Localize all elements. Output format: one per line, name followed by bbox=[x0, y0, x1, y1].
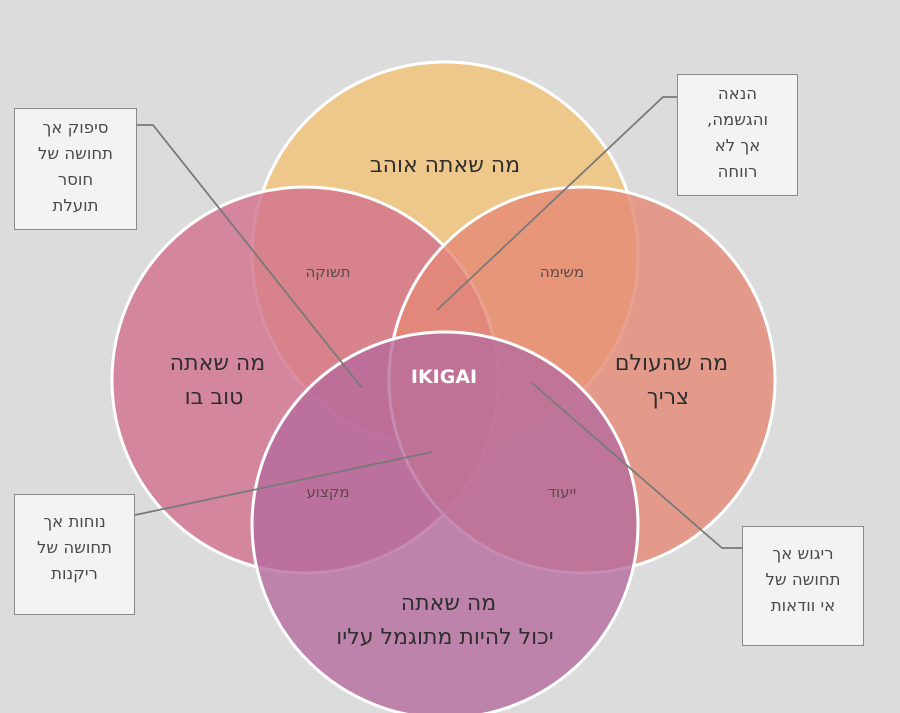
callout-top-right-line: הנאה bbox=[717, 84, 758, 103]
callout-bottom-right: ריגוש אך תחושה של אי וודאות bbox=[742, 526, 864, 646]
label-what-you-can-be-paid-for: מה שאתה יכול להיות מתוגמל עליו bbox=[336, 591, 553, 650]
callout-top-left-line: תחושה של bbox=[38, 144, 113, 163]
circle-what-you-can-be-paid-for bbox=[250, 330, 640, 713]
callout-top-left-line: חוסר bbox=[57, 170, 94, 189]
leader-line-top-left bbox=[137, 124, 363, 389]
label-what-the-world-needs: מה שהעולם צריך bbox=[608, 351, 728, 410]
callout-top-right-line: והגשמה, bbox=[707, 110, 768, 129]
callout-bottom-left-line: תחושה של bbox=[37, 538, 112, 557]
callout-bottom-right-line: ריגוש אך bbox=[772, 544, 834, 563]
leader-line-top-right bbox=[436, 96, 677, 311]
center-label-ikigai: IKIGAI bbox=[411, 366, 477, 388]
overlap-label-profession: מקצוע bbox=[306, 483, 349, 501]
callout-top-left-line: סיפוק אך bbox=[42, 118, 109, 137]
callout-bottom-left-line: ריקנות bbox=[51, 564, 98, 583]
callout-top-right-line: אך לא bbox=[714, 136, 761, 155]
callout-top-right: הנאה והגשמה, אך לא רווחה bbox=[677, 74, 798, 196]
callout-bottom-left-line: נוחות אך bbox=[43, 512, 106, 531]
callout-bottom-right-line: אי וודאות bbox=[770, 596, 836, 615]
label-what-you-love: מה שאתה אוהב bbox=[370, 153, 520, 178]
callout-bottom-right-line: תחושה של bbox=[765, 570, 841, 589]
leader-line-bottom-left bbox=[134, 451, 433, 516]
overlap-label-mission: משימה bbox=[540, 263, 584, 281]
leader-line-bottom-right bbox=[531, 382, 742, 549]
callout-top-left-line: תועלת bbox=[52, 196, 99, 215]
callout-bottom-left: נוחות אך תחושה של ריקנות bbox=[14, 494, 135, 615]
overlap-label-passion: תשוקה bbox=[305, 263, 350, 281]
callout-top-left: סיפוק אך תחושה של חוסר תועלת bbox=[14, 108, 137, 230]
overlap-label-vocation: ייעוד bbox=[548, 483, 576, 501]
label-what-you-are-good-at: מה שאתה טוב בו bbox=[163, 351, 265, 410]
callout-top-right-line: רווחה bbox=[717, 162, 758, 181]
